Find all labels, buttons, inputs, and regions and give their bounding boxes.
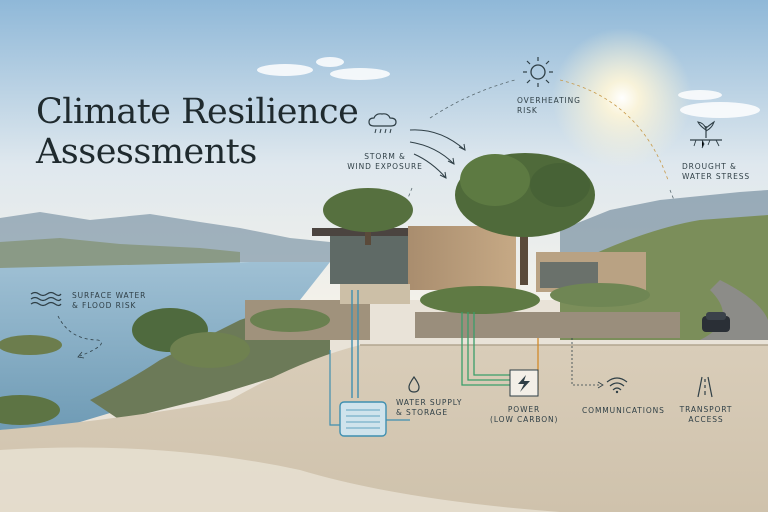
arc-leader xyxy=(559,79,669,181)
tree-main xyxy=(455,153,595,285)
house-base xyxy=(340,284,410,304)
hillside-right xyxy=(560,215,768,340)
sun-icon xyxy=(523,57,553,87)
retaining-wall xyxy=(415,312,680,338)
flood-label: SURFACE WATER & FLOOD RISK xyxy=(72,291,146,311)
transport-label-line-2: ACCESS xyxy=(688,415,724,424)
flood-label-line-1: SURFACE WATER xyxy=(72,291,147,300)
wifi-icon xyxy=(606,377,628,394)
house-timber-wall xyxy=(408,226,516,290)
drought-label: DROUGHT & WATER STRESS xyxy=(682,162,750,182)
power-label: POWER (LOW CARBON) xyxy=(490,405,558,425)
shrub xyxy=(250,308,330,332)
transport-label: TRANSPORT ACCESS xyxy=(676,405,736,425)
water-label: WATER SUPPLY & STORAGE xyxy=(396,398,462,418)
page-title: Climate Resilience Assessments xyxy=(36,92,359,172)
waves-icon xyxy=(30,291,62,307)
shrub xyxy=(420,286,540,314)
storm-label: STORM & WIND EXPOSURE xyxy=(345,152,425,172)
water-tank xyxy=(339,401,387,437)
power-label-line-2: (LOW CARBON) xyxy=(490,415,559,424)
shrub xyxy=(170,332,250,368)
comms-label-line-1: COMMUNICATIONS xyxy=(582,406,665,415)
transport-label-line-1: TRANSPORT xyxy=(679,405,733,414)
arc-leader xyxy=(669,189,675,201)
title-line-1: Climate Resilience xyxy=(36,92,359,132)
comms-label: COMMUNICATIONS xyxy=(582,406,665,416)
overheating-label-line-2: RISK xyxy=(517,106,538,115)
power-line xyxy=(467,312,510,381)
power-line xyxy=(473,312,510,376)
shrub xyxy=(0,395,60,425)
power-box xyxy=(509,369,539,397)
far-shore xyxy=(0,238,240,270)
water-pipe xyxy=(351,290,359,398)
power-label-line-1: POWER xyxy=(507,405,541,414)
flood-leader xyxy=(57,315,102,357)
title-line-2: Assessments xyxy=(36,132,257,172)
storm-label-line-2: WIND EXPOSURE xyxy=(347,162,423,171)
ground-highlight xyxy=(0,447,560,512)
overheating-label: OVERHEATING RISK xyxy=(517,96,581,116)
cracked-plant-icon xyxy=(690,120,722,149)
wind-arrows xyxy=(409,129,466,179)
storm-label-line-1: STORM & xyxy=(364,152,406,161)
sun-glow xyxy=(552,28,692,168)
car xyxy=(702,312,730,332)
drought-label-line-2: WATER STRESS xyxy=(682,172,751,181)
storm-cloud-icon xyxy=(368,113,397,134)
water-drop-icon xyxy=(408,376,420,393)
comms-line xyxy=(571,338,600,386)
flood-label-line-2: & FLOOD RISK xyxy=(72,301,137,310)
clouds xyxy=(257,57,760,118)
drought-label-line-1: DROUGHT & xyxy=(682,162,737,171)
overheating-label-line-1: OVERHEATING xyxy=(517,96,581,105)
water-label-line-1: WATER SUPPLY xyxy=(396,398,463,407)
water-label-line-2: & STORAGE xyxy=(396,408,449,417)
water-pipe-branch xyxy=(329,350,340,426)
shrub xyxy=(550,283,650,307)
road xyxy=(700,280,768,340)
shrub xyxy=(0,335,62,355)
road-icon xyxy=(697,376,713,398)
arc-leader xyxy=(429,79,516,119)
tree-left xyxy=(323,188,413,245)
storm-leader xyxy=(407,187,413,199)
power-line xyxy=(461,312,510,386)
